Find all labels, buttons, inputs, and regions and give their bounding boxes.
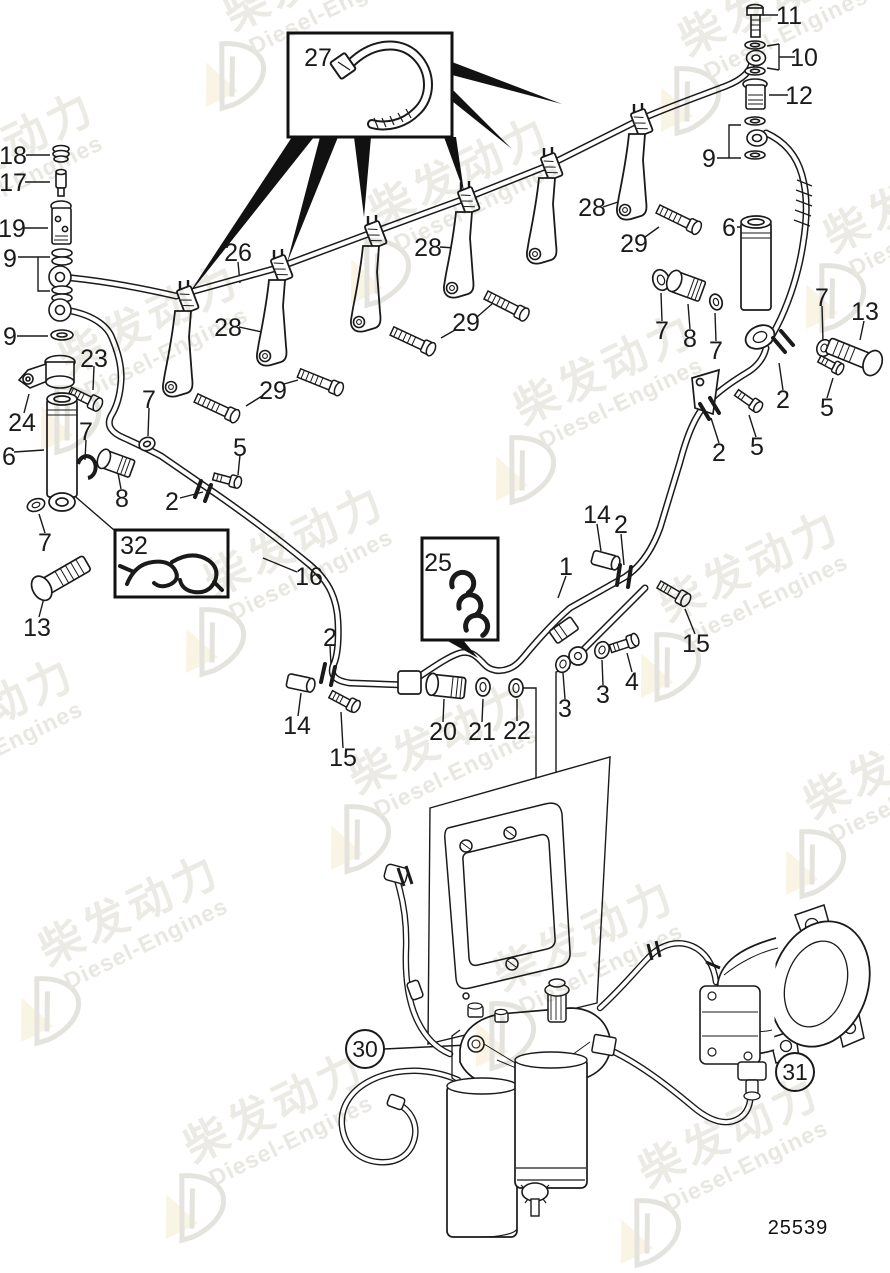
braided-hose-section [793, 179, 813, 227]
part-label-27: 27 [304, 44, 332, 72]
part-label-22: 22 [503, 717, 531, 745]
part-label-29: 29 [259, 377, 287, 405]
pipe-clips-25 [449, 569, 491, 638]
flange-bolts [193, 203, 703, 424]
part-label-13: 13 [23, 614, 51, 642]
pipe-bracket [616, 103, 654, 221]
hex-bolt [482, 289, 530, 322]
part-label-9: 9 [3, 323, 17, 351]
figure-number: 25539 [768, 1217, 829, 1239]
pipe-bracket [256, 249, 294, 367]
hex-bolt [389, 325, 437, 357]
hex-bolt [193, 392, 241, 424]
part-label-28: 28 [214, 314, 242, 342]
part-label-7: 7 [142, 386, 156, 414]
part-label-15: 15 [682, 630, 710, 658]
part-label-12: 12 [785, 82, 813, 110]
right-column-parts [651, 3, 884, 421]
part-label-14: 14 [283, 712, 311, 740]
part-label-7: 7 [709, 337, 723, 365]
part-label-2: 2 [165, 488, 179, 516]
part-label-18: 18 [0, 142, 27, 170]
part-label-2: 2 [776, 386, 790, 414]
part-label-7: 7 [38, 529, 52, 557]
hose-clamps-32 [118, 553, 224, 595]
part-label-29: 29 [620, 230, 648, 258]
pipe-bracket [526, 147, 564, 265]
part-label-5: 5 [233, 434, 247, 462]
part-label-19: 19 [0, 215, 26, 243]
part-label-3: 3 [558, 695, 572, 723]
circled-labels: 30 31 [345, 1029, 815, 1092]
part-label-9: 9 [702, 145, 716, 173]
part-label-5: 5 [820, 394, 834, 422]
part-label-11: 11 [776, 2, 802, 30]
hex-bolt [296, 367, 345, 397]
part-label-21: 21 [468, 718, 496, 746]
callout-pointers [186, 62, 562, 658]
part1-cluster [548, 550, 692, 674]
pipe-bracket [162, 280, 200, 398]
leader-lines [13, 14, 865, 1050]
part-label-25: 25 [424, 549, 452, 577]
part-label-20: 20 [429, 718, 457, 746]
part-label-4: 4 [625, 668, 639, 696]
cable-tie-27 [329, 40, 433, 131]
part-label-24: 24 [8, 409, 36, 437]
part-label-10: 10 [790, 44, 818, 72]
part-label-16: 16 [295, 563, 323, 591]
feed-pump [699, 904, 871, 1101]
part-label-2: 2 [614, 511, 628, 539]
part-label-7: 7 [815, 284, 829, 312]
middle-fittings [285, 662, 524, 714]
svg-text:30: 30 [352, 1036, 378, 1062]
part-label-2: 2 [323, 624, 337, 652]
part-label-29: 29 [452, 309, 480, 337]
part-label-17: 17 [0, 169, 27, 197]
filter-canisters [446, 1051, 588, 1238]
hex-bolt [655, 203, 703, 236]
part-label-15: 15 [329, 744, 357, 772]
svg-text:31: 31 [782, 1059, 808, 1085]
left-stack-parts [48, 144, 74, 341]
part-label-3: 3 [596, 681, 610, 709]
circled-label-30: 30 [345, 1029, 385, 1069]
part-label-13: 13 [851, 298, 879, 326]
part-label-5: 5 [750, 433, 764, 461]
bottom-assembly [338, 756, 871, 1238]
part-label-7: 7 [655, 317, 669, 345]
part-label-2: 2 [712, 439, 726, 467]
bracket-frame [444, 802, 571, 1000]
part-label-8: 8 [683, 325, 697, 353]
part-label-26: 26 [224, 239, 252, 267]
part-label-28: 28 [414, 234, 442, 262]
part-label-14: 14 [583, 501, 611, 529]
circled-label-31: 31 [775, 1052, 815, 1092]
part-label-8: 8 [115, 485, 129, 513]
hose-clamps [383, 863, 721, 1111]
part-label-23: 23 [80, 345, 108, 373]
part-label-32: 32 [120, 532, 148, 560]
part-label-6: 6 [722, 214, 736, 242]
part-label-7: 7 [79, 418, 93, 446]
pipe-bracket [350, 215, 388, 333]
part-label-1: 1 [559, 553, 573, 581]
part-label-9: 9 [3, 245, 17, 273]
part-label-6: 6 [2, 443, 16, 471]
pipe-bracket [443, 181, 481, 299]
part-label-28: 28 [578, 194, 606, 222]
